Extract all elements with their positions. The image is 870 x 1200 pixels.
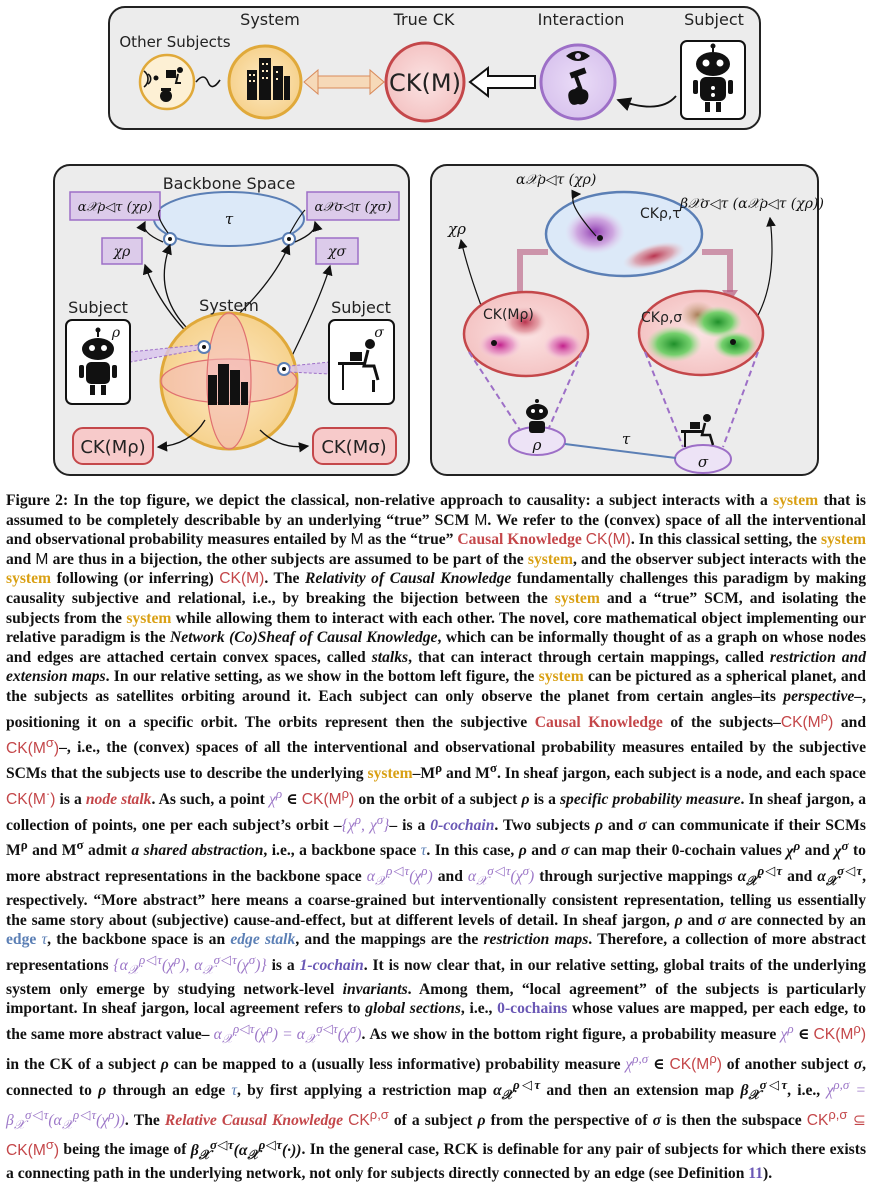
hammer-icon xyxy=(569,67,587,91)
edge-term: edge xyxy=(6,931,37,949)
subject-left-label: Subject xyxy=(68,298,128,317)
brain-icon xyxy=(568,87,589,105)
bijection-arrow xyxy=(303,68,385,96)
sigma-label: σ xyxy=(374,325,384,341)
chi-rho-label-right: χρ xyxy=(447,220,466,238)
system-node-top xyxy=(227,44,303,120)
definition-ref-link[interactable]: 11 xyxy=(748,1165,764,1183)
system-term: system xyxy=(6,570,52,588)
wifi-person-icon xyxy=(143,67,183,102)
rho-label: ρ xyxy=(111,325,121,341)
figure-number: Figure 2: xyxy=(6,492,69,509)
ck-rho-sigma-label: CKρ,σ xyxy=(641,310,682,326)
ck-sigma-box: CK(Mσ) xyxy=(321,437,386,458)
backbone-space-label: Backbone Space xyxy=(163,174,296,193)
rel-ck-term: Relative Causal Knowledge xyxy=(164,1111,344,1129)
bottom-right-panel: CKρ,τ α𝒳ρ◁τ (χρ) β𝒳σ◁τ (α𝒳ρ◁τ (χρ)) χρ C… xyxy=(430,164,824,476)
system-term: system xyxy=(538,668,584,686)
ck-rho-tau-label: CKρ,τ xyxy=(640,206,681,222)
tau-edge-label: τ xyxy=(622,430,631,448)
zero-cochains-term: 0-cochains xyxy=(497,1000,568,1018)
alpha-sigma-box: α𝒳σ◁τ (χσ) xyxy=(314,200,391,215)
system-term: system xyxy=(126,609,172,627)
ck-term: Causal Knowledge xyxy=(457,531,582,549)
system-label-left: System xyxy=(199,296,259,315)
chi-rho-box: χρ xyxy=(113,244,131,260)
system-term: system xyxy=(820,531,866,549)
interaction-node xyxy=(539,43,617,121)
label-system-top: System xyxy=(240,10,300,29)
system-term: system xyxy=(527,550,573,568)
sigma-node-label: σ xyxy=(698,453,709,471)
ckm-term: CK(M) xyxy=(219,570,265,588)
label-other-subjects: Other Subjects xyxy=(119,33,230,51)
city-icon xyxy=(208,364,248,405)
network-sheaf-term: Network (Co)Sheaf of Causal Knowledge xyxy=(170,629,438,647)
person-at-desk-icon xyxy=(338,339,380,392)
ck-term: Causal Knowledge xyxy=(534,713,663,731)
subject-to-interaction-arrow xyxy=(616,95,677,112)
system-term: system xyxy=(367,765,413,783)
ck-m-label: CK(M) xyxy=(389,69,461,97)
bottom-left-panel: Backbone Space τ α𝒳ρ◁τ (χρ) α𝒳σ◁τ (χσ) χ… xyxy=(53,164,410,476)
system-term: system xyxy=(554,589,600,607)
beta-label: β𝒳σ◁τ (α𝒳ρ◁τ (χρ)) xyxy=(679,196,824,212)
chi-sigma-box: χσ xyxy=(327,244,346,260)
robot-icon xyxy=(526,399,548,433)
system-term: system xyxy=(773,492,819,509)
other-subjects-node xyxy=(138,53,196,111)
label-subject-top: Subject xyxy=(684,10,744,29)
label-interaction: Interaction xyxy=(538,10,625,29)
true-ck-node: CK(M) xyxy=(384,41,466,123)
figure-2-diagram: System True CK Interaction Subject Other… xyxy=(53,6,824,476)
subject-right-label: Subject xyxy=(331,298,391,317)
city-icon xyxy=(247,58,290,100)
interaction-arrow xyxy=(468,65,536,99)
top-panel: System True CK Interaction Subject Other… xyxy=(108,6,761,130)
rck-title: Relativity of Causal Knowledge xyxy=(305,570,512,588)
subject-node-top xyxy=(680,40,746,120)
robot-icon xyxy=(79,327,117,395)
zero-cochain-term: 0-cochain xyxy=(430,816,495,834)
one-cochain-term: 1-cochain xyxy=(299,957,364,975)
ck-rho-box: CK(Mρ) xyxy=(80,437,145,458)
tau-label-left: τ xyxy=(225,210,234,228)
ckm-term: CK(M) xyxy=(585,531,631,549)
eye-icon xyxy=(566,51,590,61)
person-at-desk-icon xyxy=(681,414,715,447)
rho-node-label: ρ xyxy=(532,436,542,454)
figure-caption: Figure 2: In the top figure, we depict t… xyxy=(6,492,867,1183)
robot-icon xyxy=(693,43,733,112)
alpha-rho-box: α𝒳ρ◁τ (χρ) xyxy=(78,200,153,215)
ck-rho-label-right: CK(Mρ) xyxy=(483,307,534,323)
label-true-ck: True CK xyxy=(393,10,455,29)
alpha-top-label: α𝒳ρ◁τ (χρ) xyxy=(516,172,596,188)
